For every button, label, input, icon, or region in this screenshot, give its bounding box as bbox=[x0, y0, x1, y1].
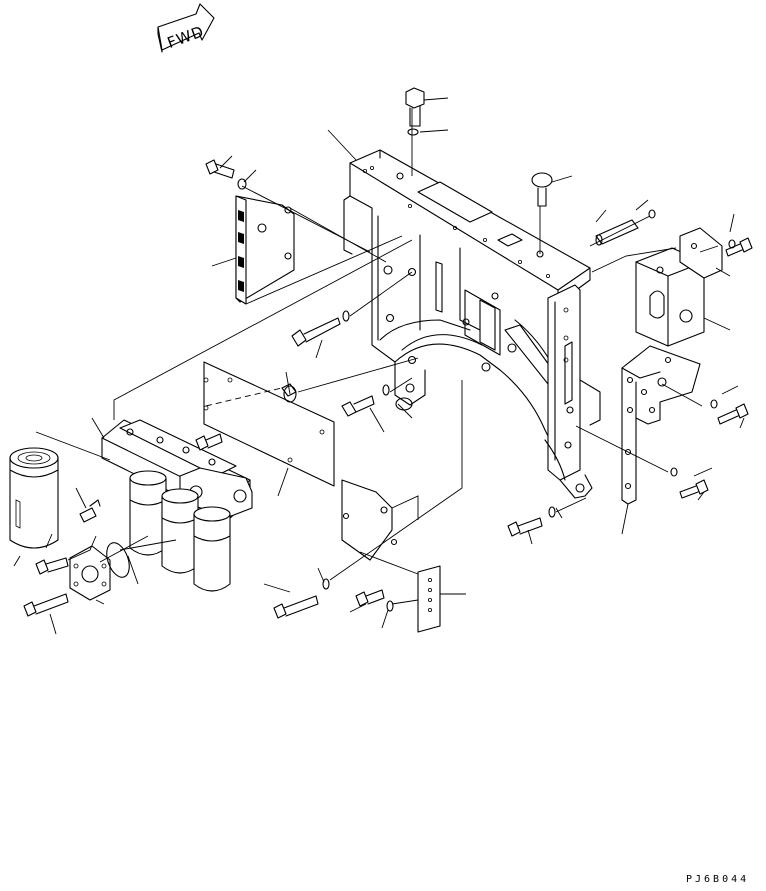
lower-plate bbox=[341, 479, 398, 561]
leader-lines bbox=[13, 97, 745, 635]
lower-small-plate bbox=[417, 565, 441, 633]
right-bracket bbox=[621, 345, 701, 505]
bolts bbox=[23, 87, 753, 619]
sensor bbox=[79, 499, 101, 523]
fwd-arrow-icon: FWD bbox=[157, 3, 215, 53]
drawing-code: PJ6B044 bbox=[686, 874, 750, 885]
o-ring bbox=[106, 542, 130, 578]
main-frame-bracket bbox=[343, 149, 601, 499]
alignment-lines bbox=[35, 108, 719, 605]
left-side-plate bbox=[235, 195, 295, 305]
right-block bbox=[635, 247, 705, 347]
filter-cartridges bbox=[9, 447, 231, 592]
flange-cover bbox=[69, 545, 111, 601]
top-right-plate bbox=[679, 227, 723, 279]
